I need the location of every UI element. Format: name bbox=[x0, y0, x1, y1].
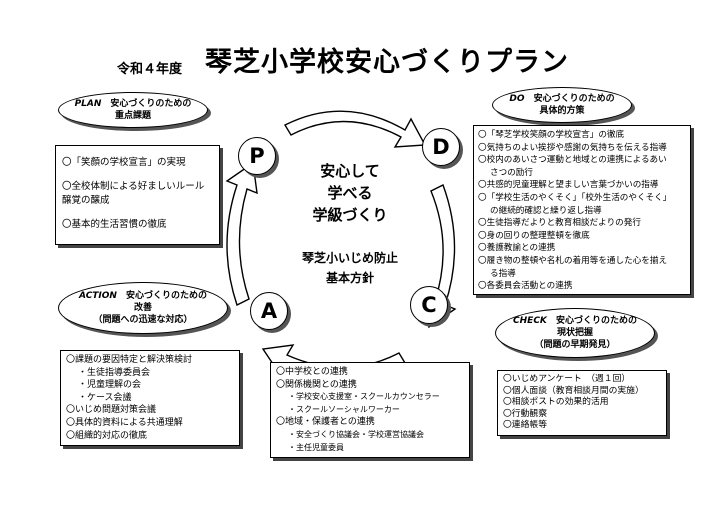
do-item-2: 〇気持ちのよい挨拶や感謝の気持ちを伝える指導 bbox=[478, 142, 667, 153]
action-item-2: 〇いじめ問題対策会議 bbox=[66, 405, 157, 416]
do-item-10: 〇各委員会活動との連携 bbox=[478, 281, 573, 292]
partner-item-1: 〇中学校との連携 bbox=[276, 367, 348, 377]
do-title-2: 具体的方策 bbox=[539, 106, 585, 116]
action-item-1c: ・ケース会議 bbox=[78, 392, 132, 403]
action-title-3: （問題への迅速な対応） bbox=[93, 315, 193, 325]
partners-box: 〇中学校との連携 〇関係機関との連携 ・学校安心支援室・スクールカウンセラー ・… bbox=[270, 362, 470, 458]
center-line-2: 学べる bbox=[327, 184, 373, 202]
center-message: 安心して 学べる 学級づくり bbox=[280, 160, 420, 226]
do-item-9b: る指導 bbox=[490, 268, 516, 279]
check-item-2: 〇個人面談（教育相談月間の実施） bbox=[503, 385, 644, 396]
action-circle: A bbox=[250, 292, 288, 330]
action-title-1: 安心づくりのための bbox=[125, 291, 207, 301]
page-title: 琴芝小学校安心づくりプラン bbox=[205, 47, 569, 78]
plan-title-2: 重点課題 bbox=[114, 111, 151, 121]
check-title-2: 現状把握 bbox=[556, 328, 593, 338]
do-item-9: 〇履き物の整頓や名札の着用等を通した心を揃え bbox=[478, 255, 668, 266]
check-item-5: 〇連絡帳等 bbox=[503, 420, 547, 431]
plan-circle: P bbox=[238, 137, 276, 175]
do-circle: D bbox=[422, 128, 460, 166]
partner-item-3: 〇地域・保護者との連携 bbox=[276, 417, 375, 428]
action-item-3: 〇具体的資料による共通理解 bbox=[66, 417, 183, 428]
policy-line-1: 琴芝小いじめ防止 bbox=[301, 251, 398, 265]
policy-label: 琴芝小いじめ防止 基本方針 bbox=[270, 248, 430, 288]
do-item-3: 〇校内のあいさつ運動と地域との連携によるあい bbox=[478, 155, 667, 166]
partner-item-3b: ・主任児童委員 bbox=[288, 442, 344, 452]
plan-item-1: 〇「笑顔の学校宣言」の実現 bbox=[62, 157, 186, 168]
check-item-4: 〇行動観察 bbox=[503, 408, 547, 419]
action-item-1b: ・児童理解の会 bbox=[78, 380, 142, 391]
plan-item-2: 〇全校体制による好ましいルール bbox=[62, 181, 205, 192]
partner-item-2: 〇関係機関との連携 bbox=[276, 379, 357, 390]
partner-item-2b: ・スクールソーシャルワーカー bbox=[288, 404, 400, 414]
partner-item-3a: ・安全づくり協議会・学校運営協議会 bbox=[288, 429, 424, 439]
policy-line-2: 基本方針 bbox=[325, 271, 374, 285]
check-oval: CHECK 安心づくりのための 現状把握 （問題の早期発見） bbox=[495, 308, 655, 358]
action-item-1a: ・生徒指導委員会 bbox=[78, 367, 151, 378]
center-line-1: 安心して bbox=[320, 162, 380, 180]
check-box: 〇いじめアンケート （週１回） 〇個人面談（教育相談月間の実施） 〇相談ポストの… bbox=[497, 370, 667, 436]
check-item-1: 〇いじめアンケート （週１回） bbox=[503, 374, 631, 384]
action-item-1: 〇課題の要因特定と解決策検討 bbox=[66, 355, 193, 365]
plan-box: 〇「笑顔の学校宣言」の実現 〇全校体制による好ましいルール 醸覚の醸成 〇基本的… bbox=[55, 145, 220, 245]
action-title-2: 改善 bbox=[133, 303, 152, 313]
do-title-1: 安心づくりのための bbox=[533, 94, 615, 104]
do-tag: DO bbox=[509, 94, 525, 104]
plan-item-4: 〇基本的生活習慣の徹底 bbox=[62, 219, 167, 230]
do-item-8: 〇養護教諭との連携 bbox=[478, 243, 556, 254]
plan-tag: PLAN bbox=[74, 99, 102, 109]
partner-item-2a: ・学校安心支援室・スクールカウンセラー bbox=[288, 392, 440, 402]
action-box: 〇課題の要因特定と解決策検討 ・生徒指導委員会 ・児童理解の会 ・ケース会議 〇… bbox=[60, 350, 240, 446]
do-item-1: 〇「琴芝学校笑顔の学校宣言」の徹底 bbox=[478, 130, 625, 140]
check-circle: C bbox=[410, 286, 448, 324]
do-box: 〇「琴芝学校笑顔の学校宣言」の徹底 〇気持ちのよい挨拶や感謝の気持ちを伝える指導… bbox=[473, 125, 691, 295]
action-tag: ACTION bbox=[79, 291, 117, 301]
do-item-3b: さつの励行 bbox=[490, 167, 533, 178]
check-tag: CHECK bbox=[513, 316, 547, 326]
plan-oval: PLAN 安心づくりのための 重点課題 bbox=[58, 92, 208, 128]
check-title-3: （問題の早期発見） bbox=[534, 340, 616, 350]
do-item-5: 〇「学校生活のやくそく」「校外生活のやくそく」 bbox=[478, 192, 672, 203]
plan-title-1: 安心づくりのための bbox=[110, 99, 192, 109]
check-title-1: 安心づくりのための bbox=[555, 316, 637, 326]
do-oval: DO 安心づくりのための 具体的方策 bbox=[492, 87, 632, 123]
do-item-7: 〇身の回りの整理整頓を徹底 bbox=[478, 230, 590, 241]
do-item-4: 〇共感的児童理解と望ましい言葉づかいの指導 bbox=[478, 180, 659, 191]
check-item-3: 〇相談ポストの効果的活用 bbox=[503, 397, 609, 408]
year-label: 令和４年度 bbox=[117, 62, 183, 77]
action-item-4: 〇組織的対応の徹底 bbox=[66, 430, 148, 441]
center-line-3: 学級づくり bbox=[312, 206, 388, 224]
do-item-5b: の継続的確認と繰り返し指導 bbox=[490, 205, 602, 216]
action-oval: ACTION 安心づくりのための 改善 （問題への迅速な対応） bbox=[58, 282, 228, 334]
do-item-6: 〇生徒指導だよりと教育相談だよりの発行 bbox=[478, 218, 641, 229]
plan-item-3: 醸覚の醸成 bbox=[62, 195, 110, 206]
